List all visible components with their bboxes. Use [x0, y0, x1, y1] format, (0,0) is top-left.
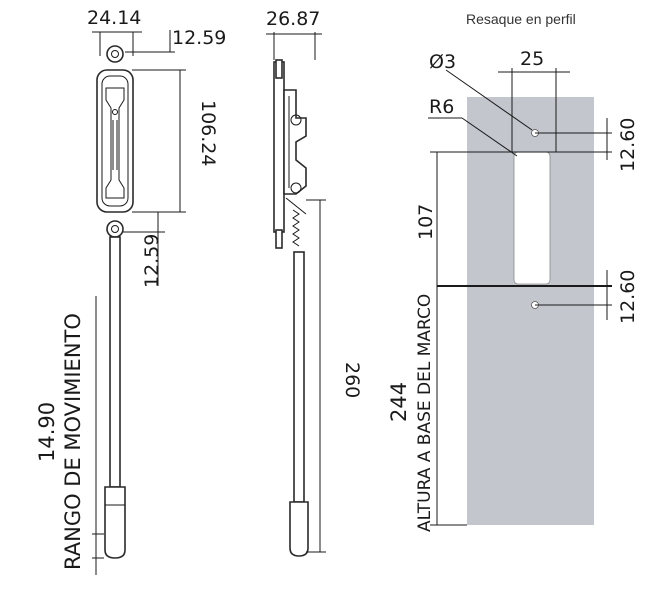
front-bottom-offset-dim: 12.59 — [141, 234, 163, 288]
side-rod — [293, 251, 305, 503]
handle-body — [96, 69, 134, 213]
top-hole-offset-dim: 12.60 — [617, 118, 639, 172]
slot-width-dim: 25 — [520, 48, 544, 70]
cutout-title: Resaque en perfil — [466, 11, 576, 27]
range-label: RANGO DE MOVIMIENTO — [61, 313, 85, 570]
bottom-bolt — [106, 220, 124, 238]
top-bolt — [106, 45, 124, 63]
front-view: 24.14 12.59 106.24 12.59 — [35, 7, 226, 575]
slot-radius-dim: R6 — [429, 96, 454, 118]
front-rod — [109, 236, 121, 488]
bottom-hole-offset-dim: 12.60 — [617, 270, 639, 324]
range-value: 14.90 — [35, 402, 59, 462]
front-top-offset-dim: 12.59 — [172, 27, 226, 49]
hole-diameter-dim: Ø3 — [429, 51, 456, 73]
slot-length-dim: 107 — [415, 204, 437, 240]
frame-height-value: 244 — [387, 382, 411, 422]
cutout-view: Resaque en perfil 25 Ø3 R6 12.60 107 — [387, 11, 639, 532]
front-width-dim: 24.14 — [87, 7, 141, 29]
front-rod-end — [104, 486, 126, 559]
front-body-height-dim: 106.24 — [197, 100, 219, 166]
side-rod-end — [289, 501, 309, 557]
side-mechanism — [283, 89, 307, 195]
side-depth-dim: 26.87 — [266, 8, 320, 30]
side-view: 26.87 260 — [266, 8, 363, 557]
profile-slot — [513, 151, 551, 285]
frame-height-label: ALTURA A BASE DEL MARCO — [415, 294, 435, 532]
side-rod-length-dim: 260 — [341, 362, 363, 398]
side-plate — [273, 61, 285, 233]
